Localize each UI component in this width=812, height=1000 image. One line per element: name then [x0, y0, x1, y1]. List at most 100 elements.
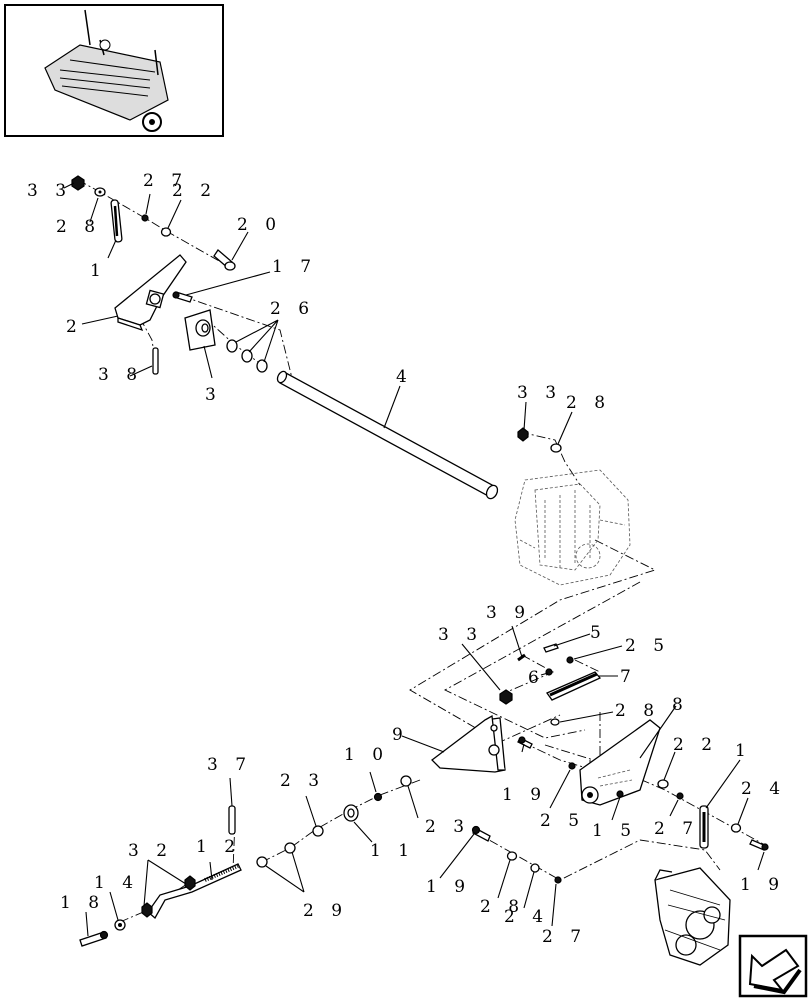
bracket-2 [114, 254, 187, 332]
previous-page-arrow-icon[interactable] [738, 934, 808, 998]
label-22-right: 2 2 [673, 735, 718, 755]
washer-23-a [400, 775, 412, 787]
nut-25-lower [568, 762, 576, 770]
bolt-6 [545, 668, 553, 676]
nut-33-mid [499, 689, 513, 705]
nut-27-lower [554, 876, 562, 884]
label-6: 6 [528, 668, 545, 688]
label-17: 1 7 [272, 257, 317, 277]
label-19-lower: 1 9 [426, 877, 471, 897]
bolt-19-mid [517, 736, 533, 749]
bolt-15 [616, 790, 624, 798]
nut-27-right [676, 792, 684, 800]
label-32: 3 2 [128, 841, 173, 861]
pin-37 [228, 805, 236, 835]
washer-24-lower [530, 863, 540, 873]
bolt-17 [172, 291, 193, 303]
washer-28-lower [506, 851, 518, 861]
crank-rod-12 [147, 863, 242, 920]
label-27-right: 2 7 [654, 819, 699, 839]
nut-10 [373, 792, 383, 802]
washer-23-b [312, 825, 324, 837]
label-28-mid: 2 8 [615, 701, 660, 721]
rings-26 [226, 339, 268, 373]
washer-22-right [657, 779, 669, 789]
washer-14 [114, 919, 126, 931]
washers-29 [256, 842, 296, 868]
leader-lines [63, 182, 765, 937]
bushing-11 [343, 804, 359, 822]
label-1: 1 [90, 261, 107, 281]
washer-28-upper-right [550, 443, 562, 453]
label-28-lower: 2 8 [480, 897, 525, 917]
label-11: 1 1 [370, 841, 415, 861]
label-19-mid: 1 9 [502, 785, 547, 805]
label-28-upper-right: 2 8 [566, 393, 611, 413]
label-22: 2 2 [172, 181, 217, 201]
label-29: 2 9 [303, 901, 348, 921]
label-5: 5 [590, 623, 607, 643]
alignment-lines [77, 179, 766, 923]
label-7: 7 [620, 667, 637, 687]
label-18: 1 8 [60, 893, 105, 913]
thumbnail-overview[interactable] [4, 4, 224, 137]
gearbox-housing [514, 469, 631, 586]
bearing-3 [184, 309, 216, 351]
label-24-lower: 2 4 [504, 907, 549, 927]
nut-32-b [141, 902, 153, 918]
label-1-right: 1 [735, 741, 752, 761]
nut-27-top [141, 214, 149, 222]
label-20: 2 0 [237, 215, 282, 235]
label-12: 1 2 [196, 837, 241, 857]
callout-labels: 3 3 2 7 2 2 2 8 1 2 0 1 7 2 2 6 3 8 3 4 … [27, 171, 786, 947]
label-37: 3 7 [207, 755, 252, 775]
shaft-4 [276, 370, 499, 500]
label-33: 3 3 [27, 181, 72, 201]
label-27: 2 7 [143, 171, 188, 191]
label-9: 9 [392, 725, 409, 745]
pin-38 [152, 347, 159, 375]
link-1-right [699, 805, 709, 849]
label-28: 2 8 [56, 217, 101, 237]
washer-28-mid [550, 718, 560, 726]
link-1-top [110, 199, 123, 243]
label-24-right: 2 4 [741, 779, 786, 799]
baler-thumbnail-icon [44, 9, 169, 132]
label-2: 2 [66, 317, 83, 337]
plate-8 [579, 719, 661, 806]
label-19-right: 1 9 [740, 875, 785, 895]
label-23-left: 2 3 [280, 771, 325, 791]
gearbox-lower [654, 867, 731, 966]
label-4: 4 [396, 367, 413, 387]
label-25-upper: 2 5 [625, 636, 670, 656]
nut-33-upper-right [517, 427, 529, 442]
bolt-18 [79, 930, 109, 947]
label-10: 1 0 [344, 745, 389, 765]
washer-24-right [730, 823, 742, 833]
bolt-19-right [749, 839, 769, 851]
label-27-lower: 2 7 [542, 927, 587, 947]
label-23-right: 2 3 [425, 817, 470, 837]
label-8: 8 [672, 695, 689, 715]
bolt-20 [213, 249, 236, 271]
label-14: 1 4 [94, 873, 139, 893]
washer-22-top [160, 227, 172, 237]
label-3: 3 [205, 385, 222, 405]
label-33-upper-right: 3 3 [517, 383, 562, 403]
label-39: 3 9 [486, 603, 531, 623]
bar-7 [546, 671, 602, 701]
label-38: 3 8 [98, 365, 143, 385]
label-33-mid: 3 3 [438, 625, 483, 645]
nut-33-top [71, 175, 85, 191]
label-25-lower: 2 5 [540, 811, 585, 831]
label-15: 1 5 [592, 821, 637, 841]
pin-39 [517, 653, 526, 662]
parts [71, 175, 769, 966]
bolt-19-lower [471, 825, 491, 842]
bracket-9 [431, 714, 506, 773]
nut-32-a [184, 875, 196, 891]
label-26: 2 6 [270, 299, 315, 319]
washer-28-top [94, 187, 106, 197]
nut-25-upper [566, 656, 574, 664]
